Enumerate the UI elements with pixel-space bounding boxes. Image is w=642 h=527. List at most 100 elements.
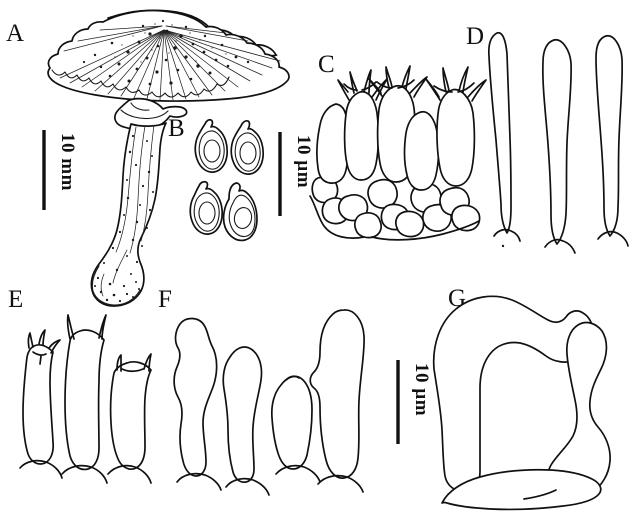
pileipellis-element-3	[441, 468, 602, 511]
basidium-c-4	[403, 110, 440, 191]
scale-bar-a: 10 mm	[42, 130, 78, 210]
cheilocystidium-3-apex-bump	[285, 375, 300, 381]
basidium-e-3-apex-notch	[121, 368, 144, 373]
cheilocystidium-3-basal-clamp	[275, 464, 321, 483]
basidium-e-1-basal-clamp	[19, 459, 63, 479]
basidium-e-1-sterigma-3	[48, 339, 61, 354]
annulus-group	[114, 97, 188, 131]
panel-label-f: F	[158, 286, 172, 313]
cheilocystidium-3	[270, 375, 321, 483]
basidium-e-3-basal-clamp	[107, 464, 152, 484]
basidium-c-2-sterigma-1	[337, 79, 350, 101]
spore-1-guttule	[203, 139, 221, 163]
scale-bar-bcd-label: 10 µm	[293, 135, 314, 188]
basidium-c-3-sterigma-3	[401, 65, 411, 90]
cheilocystidium-3-body	[270, 375, 313, 470]
spore-2-outer-wall	[230, 119, 265, 175]
basidium-c-2-sterigma-2	[349, 71, 358, 94]
hymenium-base-line	[309, 195, 365, 239]
subhymenial-cell-7	[394, 210, 425, 238]
basidium-e-1	[19, 329, 63, 479]
scale-bar-efg-label: 10 µm	[411, 363, 432, 416]
annulus-fold	[120, 109, 169, 120]
basidiospore-2	[230, 119, 265, 175]
basidium-e-1-sterigma-1	[27, 332, 34, 349]
pleurocystidium-2-body	[541, 39, 573, 245]
basidium-e-1-body	[22, 343, 55, 465]
basidium-c-5-sterigma-1	[425, 78, 441, 101]
cap-group	[47, 9, 290, 102]
basidium-e-1-sterigma-2	[38, 329, 46, 346]
basidium-e-3-body	[109, 360, 152, 471]
pleurocystidium-1-body	[487, 31, 512, 234]
basidium-e-2	[61, 314, 108, 484]
spore-2-guttule	[239, 141, 257, 165]
stipe-basal-bulb	[91, 265, 141, 306]
pleurocystidium-3-body	[595, 35, 624, 237]
basidium-c-2-body	[343, 90, 380, 181]
basidium-e-2-sterigma-2	[98, 314, 107, 340]
panel-a-basidiome: A	[6, 9, 290, 307]
basidium-c-3-apex-cross	[376, 79, 415, 89]
cap-radial-striations	[59, 25, 281, 101]
spore-3-inner-wall	[193, 192, 220, 232]
stipe-stippling	[94, 134, 154, 303]
spore-2-inner-wall	[234, 132, 261, 172]
panel-label-d: D	[466, 23, 484, 50]
basidium-c-5-apex-cross	[433, 82, 475, 93]
pleurocystidium-3-basal-septum	[597, 230, 629, 247]
basidium-e-3-sterigma-2	[143, 353, 152, 372]
cheilocystidium-2-body	[222, 346, 263, 483]
scale-bar-bcd: 10 µm	[278, 132, 314, 216]
basidium-e-3	[107, 353, 152, 484]
panel-g-pileipellis: G	[432, 285, 611, 511]
pleurocystidium-3	[595, 35, 629, 247]
basidium-c-5-body	[436, 88, 476, 187]
cheilocystidium-4-basal-clamp	[317, 474, 364, 493]
cap-margin-crenulation	[51, 69, 230, 98]
hymenium-base-line-2	[371, 220, 480, 241]
basidium-e-2-sterigma-1	[66, 314, 75, 340]
panel-label-a: A	[6, 20, 24, 47]
panel-d-pleurocystidia: D	[466, 23, 629, 254]
basidium-c-3-sterigma-4	[409, 76, 428, 98]
basidiospore-3	[189, 180, 224, 235]
pleurocystidium-1-dot	[501, 244, 505, 248]
panel-label-b: B	[168, 115, 185, 142]
cap-stippling	[82, 19, 250, 86]
scale-bar-efg: 10 µm	[396, 360, 432, 444]
cap-fine-granules	[114, 23, 227, 63]
basidium-c-2	[337, 69, 388, 181]
basidium-e-1-apex-notch	[32, 351, 47, 365]
cheilocystidium-1	[173, 317, 222, 491]
panel-b-basidiospores: B	[168, 115, 265, 242]
panel-c-hymenium: C	[309, 51, 487, 241]
spore-4-outer-wall	[222, 182, 258, 242]
spore-3-outer-wall	[189, 180, 224, 235]
panel-e-basidia: E	[8, 286, 152, 484]
basidiospore-1	[194, 118, 229, 173]
basidium-c-5-sterigma-4	[467, 79, 487, 102]
spore-1-inner-wall	[198, 130, 225, 170]
basidium-c-2-apex-cross	[343, 81, 377, 91]
basidium-c-3-sterigma-2	[385, 66, 393, 89]
subhymenial-cell-4	[353, 211, 383, 239]
spore-1-outer-wall	[194, 118, 229, 173]
pleurocystidium-2	[541, 39, 576, 254]
basidium-e-2-basal-clamp	[61, 464, 108, 484]
basidiospore-4	[222, 182, 258, 242]
basidium-e-3-sterigma-1	[116, 354, 122, 372]
pleurocystidium-2-basal-septum	[544, 238, 576, 254]
cheilocystidium-4-body	[309, 309, 365, 479]
cheilocystidium-2-basal-clamp	[225, 477, 270, 496]
spore-4-guttule	[233, 207, 253, 229]
annulus	[114, 97, 188, 131]
cheilocystidium-4	[309, 309, 365, 493]
panel-label-c: C	[318, 51, 335, 78]
cheilocystidium-1-body	[173, 317, 218, 477]
cheilocystidium-2	[222, 346, 270, 496]
pileipellis-hypha-link	[523, 489, 557, 500]
subhymenial-cell-layer	[309, 176, 481, 241]
